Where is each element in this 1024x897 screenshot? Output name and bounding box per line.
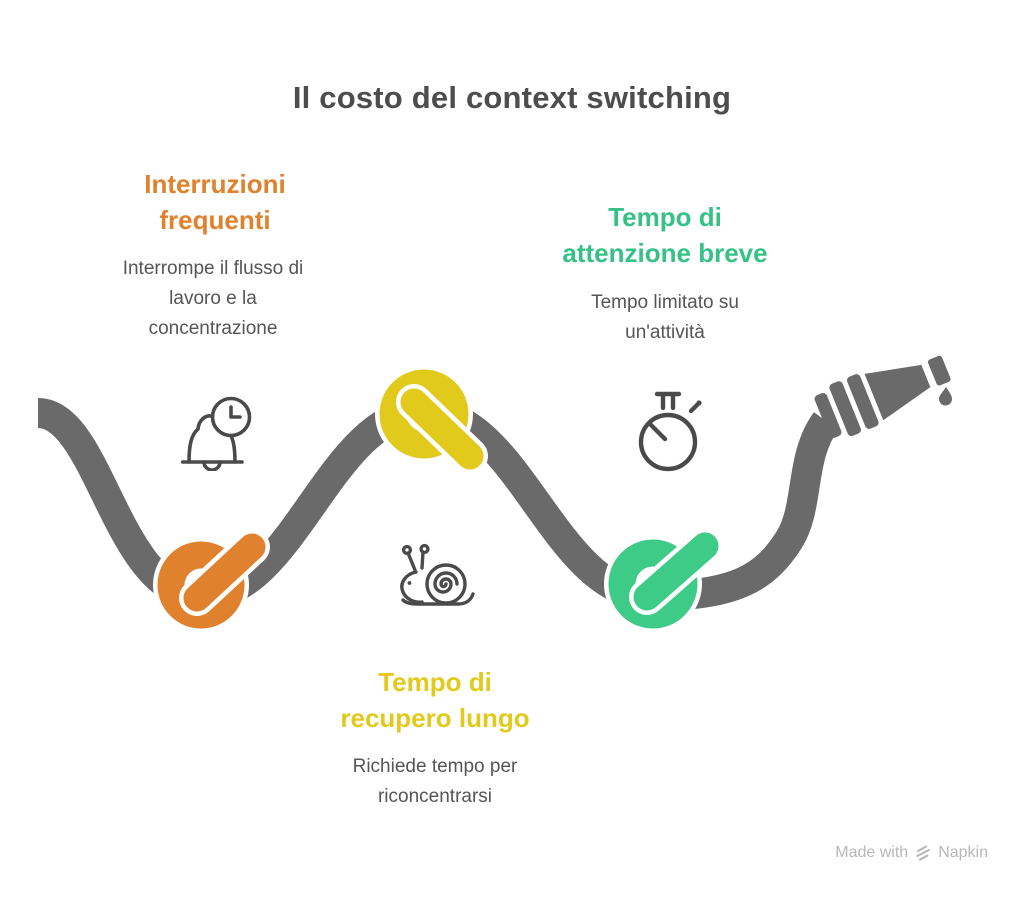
bell-clapper bbox=[202, 460, 222, 471]
section-heading-interruzioni: Interruzioni frequenti bbox=[90, 166, 340, 238]
snail-head bbox=[400, 570, 424, 604]
made-with-label: Made with bbox=[835, 844, 909, 861]
snail-antenna bbox=[420, 550, 425, 570]
nozzle-ring bbox=[847, 374, 879, 429]
stopwatch-body bbox=[638, 412, 698, 472]
body-line: Richiede tempo per bbox=[352, 756, 518, 777]
heading-line: Interruzioni bbox=[144, 169, 286, 199]
snail-shell bbox=[425, 563, 467, 605]
stopwatch-hand bbox=[647, 421, 668, 442]
snail-shell-spiral bbox=[433, 571, 459, 594]
nozzle-ring bbox=[814, 393, 842, 439]
body-line: Tempo limitato su bbox=[591, 292, 739, 313]
body-line: lavoro e la bbox=[169, 288, 257, 309]
section-body-recupero: Richiede tempo per riconcentrarsi bbox=[310, 752, 560, 812]
snail-icon bbox=[400, 543, 475, 606]
section-heading-recupero: Tempo di recupero lungo bbox=[310, 664, 560, 736]
snail-foot bbox=[401, 592, 475, 606]
section-heading-attenzione: Tempo di attenzione breve bbox=[540, 199, 790, 271]
heading-line: Tempo di bbox=[608, 202, 722, 232]
stopwatch-stem bbox=[660, 393, 676, 411]
heading-line: recupero lungo bbox=[340, 703, 530, 733]
napkin-brand-label: Napkin bbox=[938, 844, 988, 861]
knot-orange bbox=[153, 529, 270, 633]
napkin-logo-icon bbox=[916, 845, 931, 861]
water-drop-icon bbox=[939, 387, 952, 406]
hose-nozzle bbox=[814, 355, 951, 439]
page-title: Il costo del context switching bbox=[292, 80, 732, 115]
knot-green bbox=[604, 528, 723, 633]
heading-line: attenzione breve bbox=[562, 238, 768, 268]
nozzle-cone bbox=[864, 364, 931, 421]
knot-yellow bbox=[375, 365, 488, 474]
snail-eye bbox=[407, 581, 412, 585]
snail-antenna bbox=[406, 551, 417, 572]
body-line: Interrompe il flusso di bbox=[122, 258, 304, 279]
section-body-interruzioni: Interrompe il flusso di lavoro e la conc… bbox=[88, 254, 338, 344]
body-line: un'attività bbox=[625, 322, 705, 343]
made-with-napkin-credit: Made with Napkin bbox=[835, 844, 988, 862]
stopwatch-side-button bbox=[688, 402, 700, 414]
section-body-attenzione: Tempo limitato su un'attività bbox=[540, 288, 790, 348]
nozzle-tip bbox=[927, 355, 951, 386]
body-line: riconcentrarsi bbox=[377, 786, 493, 807]
bell-clock-icon bbox=[181, 396, 252, 471]
body-line: concentrazione bbox=[148, 318, 278, 339]
stopwatch-icon bbox=[638, 391, 702, 472]
clock-hands bbox=[229, 405, 242, 419]
heading-line: frequenti bbox=[159, 205, 271, 235]
heading-line: Tempo di bbox=[378, 667, 492, 697]
nozzle-ring bbox=[829, 381, 861, 437]
